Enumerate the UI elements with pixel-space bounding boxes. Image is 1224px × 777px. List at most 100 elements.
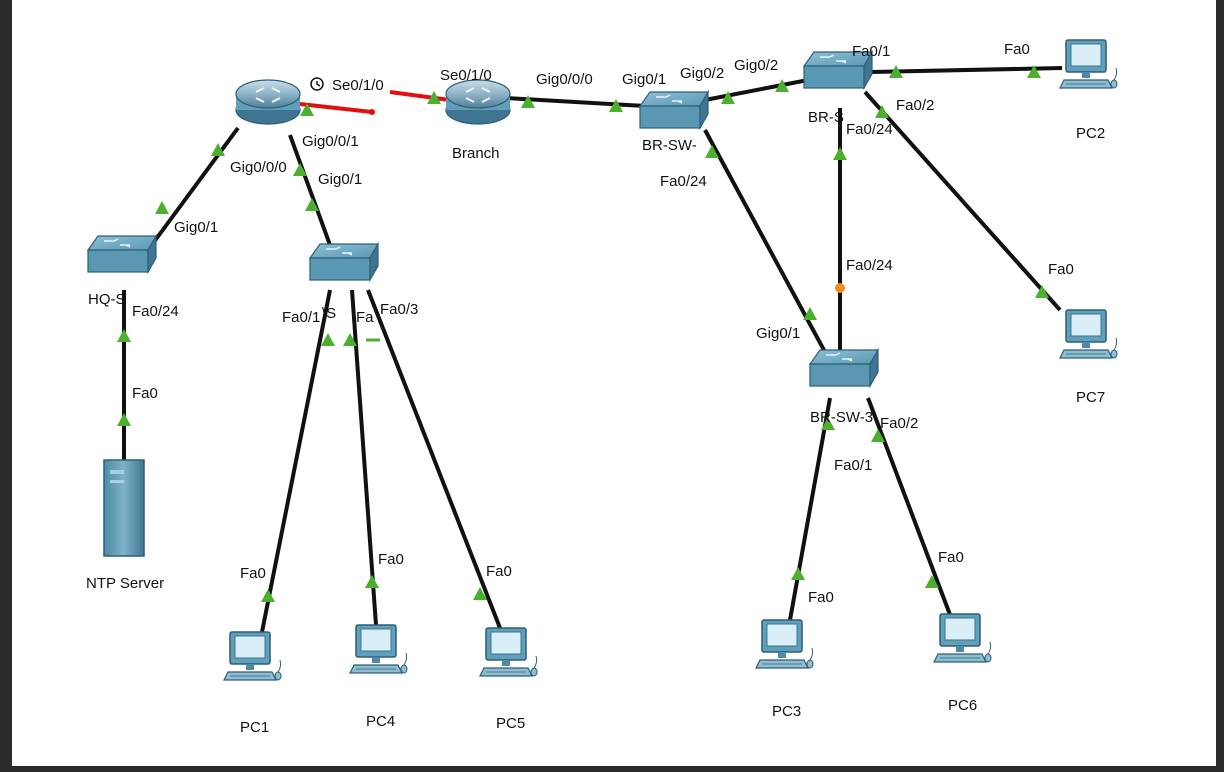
label-hq-lan-switch: \S: [322, 305, 336, 322]
indicator-up: [155, 201, 169, 214]
br-sw1[interactable]: [639, 91, 709, 129]
port-label: Gig0/0/1: [302, 133, 359, 150]
label-br-sw3: BR-SW-3: [810, 409, 873, 426]
label-hq-switch: HQ-S: [88, 291, 126, 308]
label-pc5: PC5: [496, 715, 525, 732]
port-label: Gig0/1: [622, 71, 666, 88]
switch-icon: [639, 91, 709, 129]
pc-icon: [349, 624, 408, 674]
label-branch: Branch: [452, 145, 500, 162]
branch-router[interactable]: [445, 79, 511, 125]
device-labels: HQ-S \S Branch BR-SW- BR-S BR-SW-3 NTP S…: [86, 109, 1105, 736]
pc-icon: [1059, 39, 1118, 89]
link-hq-branch-serial[interactable]: [299, 102, 373, 114]
pc-icon: [933, 613, 992, 663]
server-icon: [103, 459, 145, 557]
label-pc3: PC3: [772, 703, 801, 720]
indicator-up: [833, 147, 847, 160]
label-br-sw2: BR-S: [808, 109, 844, 126]
link-brsw2-pc7[interactable]: [863, 90, 1062, 312]
indicator-up: [117, 329, 131, 342]
port-label: Fa0: [1048, 261, 1074, 278]
window-border-right: [1216, 0, 1224, 772]
switch-icon: [87, 235, 157, 273]
label-ntp-server: NTP Server: [86, 575, 164, 592]
hq-switch[interactable]: [87, 235, 157, 273]
port-label: Fa0: [132, 385, 158, 402]
port-label: Fa0: [378, 551, 404, 568]
label-br-sw1: BR-SW-: [642, 137, 697, 154]
port-label: Gig0/1: [318, 171, 362, 188]
port-label: Gig0/2: [734, 57, 778, 74]
indicator-up: [791, 567, 805, 580]
pc-icon: [755, 619, 814, 669]
window-border-left: [0, 0, 12, 772]
port-label: Fa0/2: [896, 97, 934, 114]
indicator-up: [365, 575, 379, 588]
switch-icon: [309, 243, 379, 281]
port-label: Fa0/2: [880, 415, 918, 432]
port-label: Fa0: [808, 589, 834, 606]
port-label: Se0/1/0: [440, 67, 492, 84]
link-brsw1-brsw3[interactable]: [703, 129, 827, 353]
port-label: Fa0/1: [834, 457, 872, 474]
indicator-up: [261, 589, 275, 602]
hq-lan-switch[interactable]: [309, 243, 379, 281]
pc-icon: [1059, 309, 1118, 359]
pc7[interactable]: [1059, 309, 1118, 359]
port-label: Gig0/2: [680, 65, 724, 82]
window-border-bottom: [0, 766, 1224, 772]
label-pc2: PC2: [1076, 125, 1105, 142]
hq-router[interactable]: [235, 79, 301, 125]
port-label: Gig0/0/0: [536, 71, 593, 88]
clock-icon: [310, 77, 324, 91]
pc-icon: [479, 627, 538, 677]
label-pc7: PC7: [1076, 389, 1105, 406]
router-icon: [235, 79, 301, 125]
link-brsw1-brsw2[interactable]: [704, 78, 809, 102]
pc4[interactable]: [349, 624, 408, 674]
port-label: Gig0/1: [756, 325, 800, 342]
router-icon: [445, 79, 511, 125]
switch-icon: [809, 349, 879, 387]
pc5[interactable]: [479, 627, 538, 677]
port-label: Fa0/1: [852, 43, 890, 60]
port-label: Se0/1/0: [332, 77, 384, 94]
port-label: Fa0/24: [132, 303, 179, 320]
pc3[interactable]: [755, 619, 814, 669]
link-hq-branch-serial-2[interactable]: [389, 90, 451, 102]
port-label: Fa0/24: [846, 257, 893, 274]
ntp-server[interactable]: [103, 459, 145, 557]
label-pc1: PC1: [240, 719, 269, 736]
pc-icon: [223, 631, 282, 681]
port-label: Fa0/24: [846, 121, 893, 138]
port-label: Gig0/0/0: [230, 159, 287, 176]
port-label: Fa0/3: [380, 301, 418, 318]
pc1[interactable]: [223, 631, 282, 681]
label-pc6: PC6: [948, 697, 977, 714]
port-label: Fa0/24: [660, 173, 707, 190]
label-pc4: PC4: [366, 713, 395, 730]
link-brsw3-pc3[interactable]: [788, 397, 832, 621]
link-hq-hqsw[interactable]: [146, 126, 240, 252]
port-label: Fa0/1: [282, 309, 320, 326]
indicator-up: [293, 163, 307, 176]
indicator-pending: [835, 283, 845, 293]
link-hqlansw-pc5[interactable]: [366, 289, 502, 629]
port-label: Fa0: [1004, 41, 1030, 58]
link-hqlansw-pc1[interactable]: [260, 289, 332, 633]
link-brsw3-pc6[interactable]: [866, 397, 954, 621]
links: [122, 66, 1063, 633]
link-hq-hqlansw[interactable]: [288, 134, 332, 246]
port-label: Fa0: [240, 565, 266, 582]
port-label: Fa: [356, 309, 374, 326]
pc2[interactable]: [1059, 39, 1118, 89]
port-labels: Se0/1/0 Se0/1/0 Gig0/0/0 Gig0/1 Gig0/2 G…: [132, 41, 1074, 606]
br-sw3[interactable]: [809, 349, 879, 387]
link-indicators: [117, 65, 1049, 602]
port-label: Fa0: [938, 549, 964, 566]
pc6[interactable]: [933, 613, 992, 663]
link-brsw2-pc2[interactable]: [869, 66, 1063, 74]
